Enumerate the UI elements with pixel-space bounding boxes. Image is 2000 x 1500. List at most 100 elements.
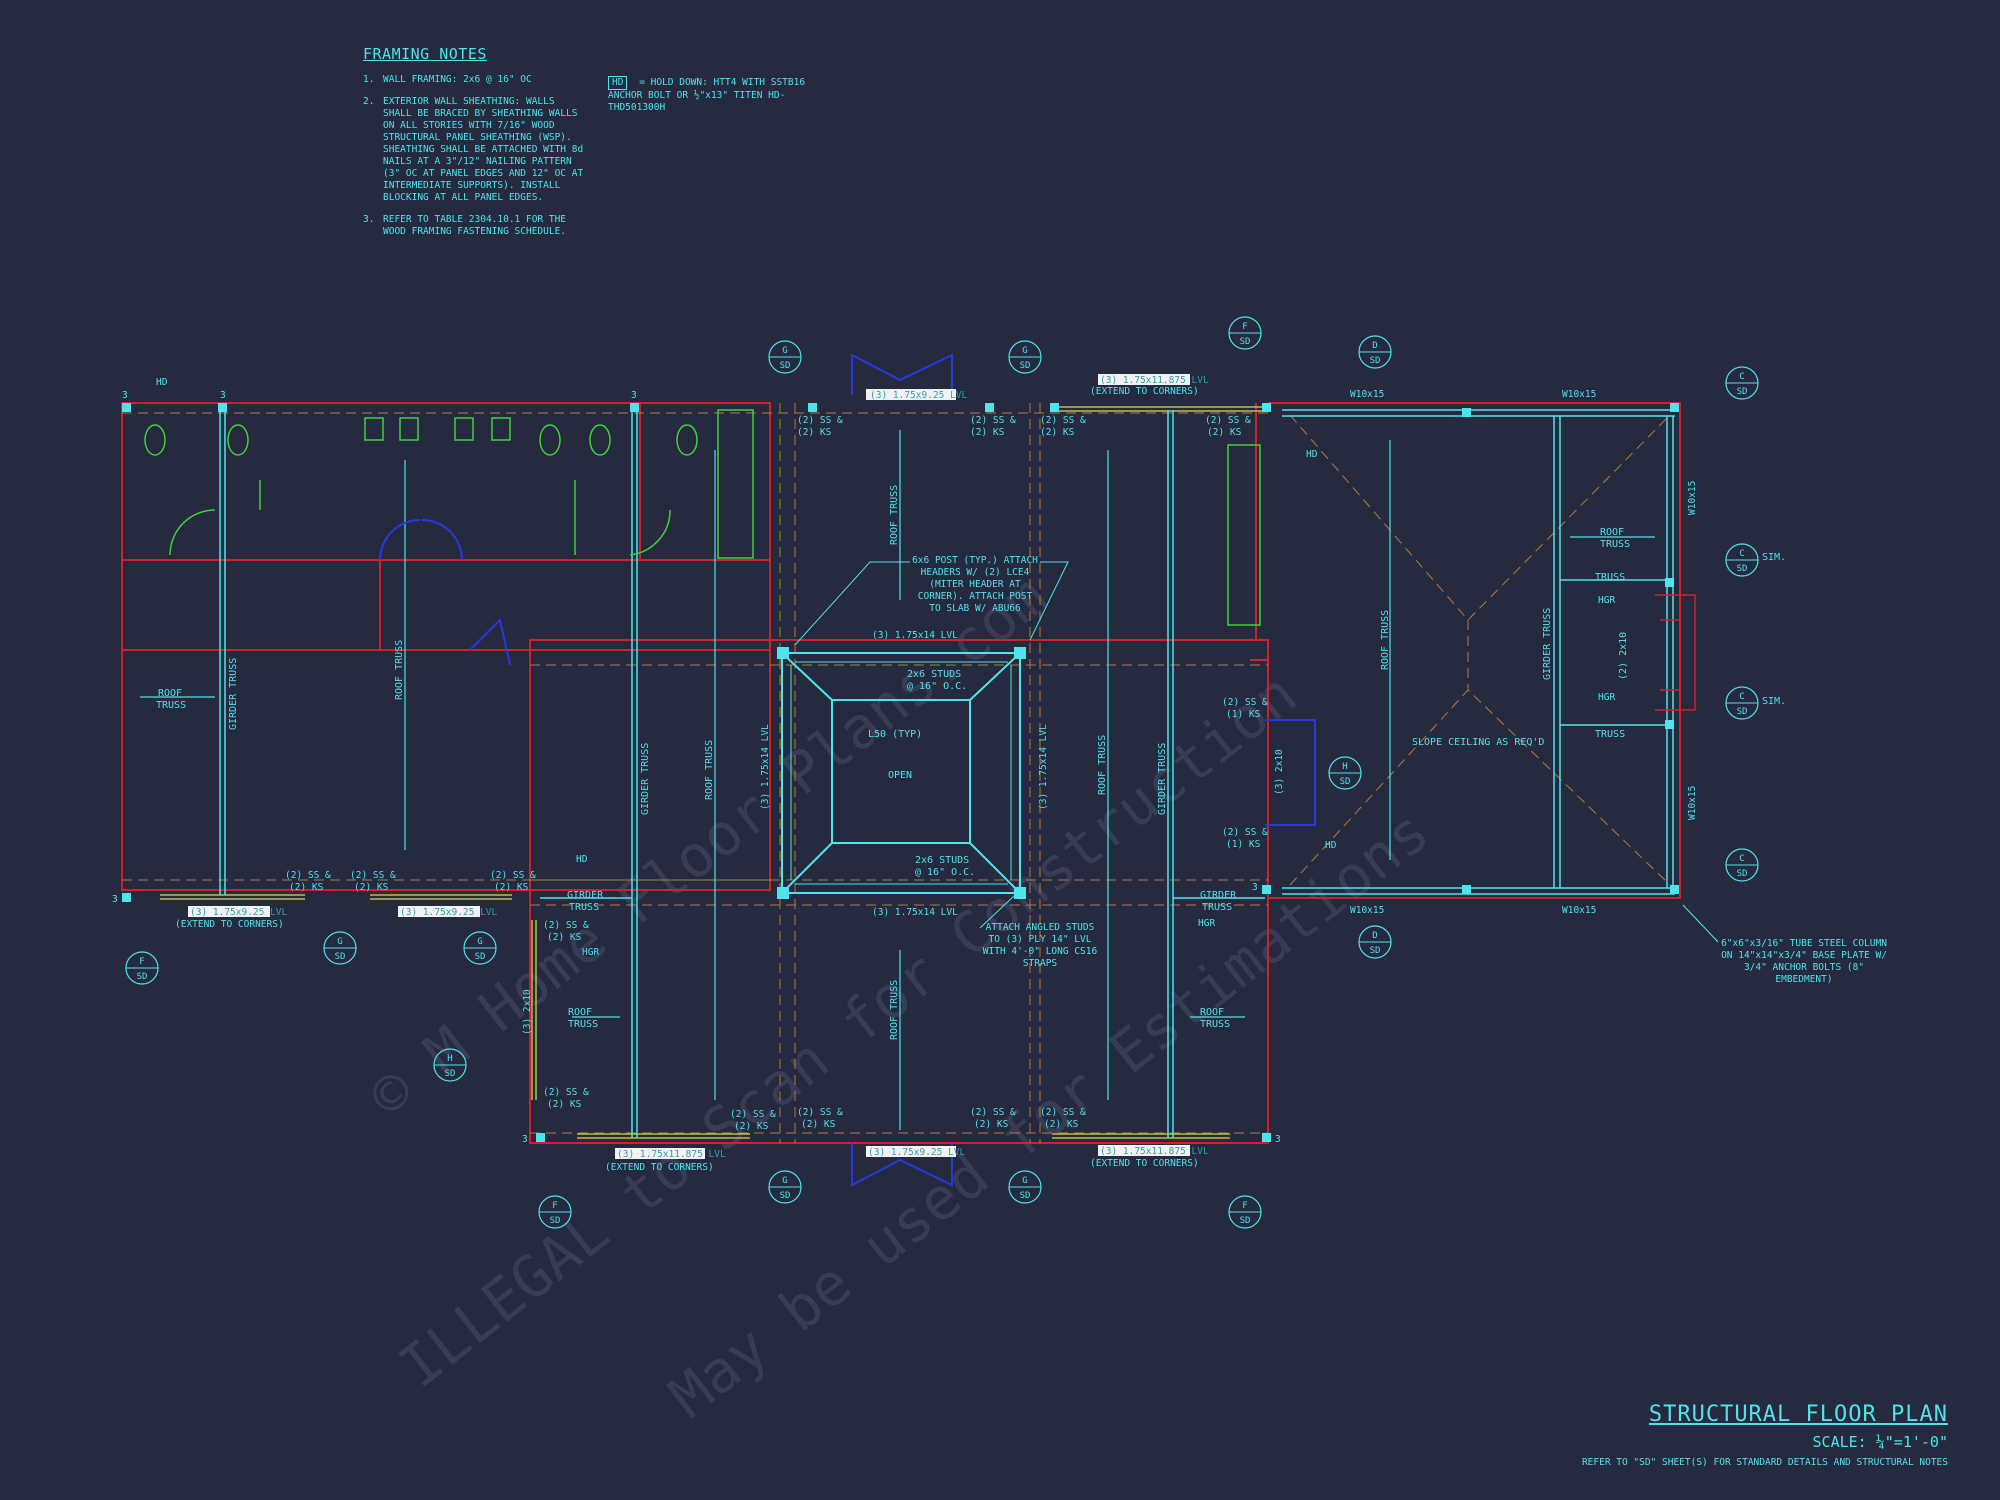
open-label: OPEN [888,770,912,781]
callout-sheet: SD [1370,946,1381,956]
post [1050,403,1059,412]
girder-label: GIRDER [1200,890,1237,901]
post [122,893,131,902]
callout-sheet: SD [1020,1191,1031,1201]
beam-note: (EXTEND TO CORNERS) [1090,386,1199,397]
connector-ks: (2) KS [801,1119,836,1130]
callout-letter: G [1022,1176,1027,1186]
callout-letter: C [1739,854,1744,864]
girder-line [631,410,638,1138]
section-callout: HSD [433,1048,467,1082]
beam-tag-box [1098,1145,1190,1156]
connector-ss: (2) SS & [970,1107,1016,1118]
fireplace [1655,594,1696,711]
post [1014,647,1026,659]
studs-spacing: @ 16" O.C. [915,867,975,878]
post [1262,1133,1271,1142]
connector-ss: (2) SS & [730,1109,776,1120]
w-beam-right [1666,416,1674,888]
connector-ks: (2) KS [289,882,324,893]
post [218,403,227,412]
arrow [140,536,1655,1018]
studs-spacing: @ 16" O.C. [907,681,967,692]
callout-letter: F [1242,322,1247,332]
connector-count: 3 [220,390,226,401]
connector-hd: HD [1306,449,1318,460]
framing-notes: FRAMING NOTES 1. WALL FRAMING: 2x6 @ 16"… [363,45,623,248]
girder-truss-label: GIRDER TRUSS [1542,608,1553,680]
connector-hgr: HGR [1598,595,1615,606]
callout-sheet: SD [137,972,148,982]
section-callout: CSD [1725,848,1759,882]
section-callout: FSD [1228,1195,1262,1229]
toilet [144,424,166,456]
grid-line [122,412,1268,1134]
sheet-title: STRUCTURAL FLOOR PLAN [1648,1402,1948,1427]
roof-truss-label: ROOF TRUSS [889,485,900,545]
section-callout: DSD [1358,335,1392,369]
framing-notes-title: FRAMING NOTES [363,45,487,63]
callout-sheet: SD [1737,387,1748,397]
posts [122,403,1679,1142]
connector-count: 3 [112,894,118,905]
truss-label: TRUSS [569,902,599,913]
connector-hd: HD [1325,840,1337,851]
beam-tag-box [1098,374,1190,385]
connector-hd: HD [156,377,168,388]
two-2x10-label: (2) 2x10 [1618,632,1629,680]
leader-line [794,561,1719,943]
center-wall [529,639,1269,1144]
girder-line [1167,410,1174,1138]
connector-ss: (2) SS & [797,1107,843,1118]
callout-letter: F [1242,1201,1247,1211]
callout-sheet: SD [1737,707,1748,717]
framing-note-text: REFER TO TABLE 2304.10.1 FOR THE WOOD FR… [383,214,567,237]
section-callout: DSD [1358,925,1392,959]
steel-beams [1282,409,1675,895]
callout-sheet: SD [780,1191,791,1201]
toilet [676,424,698,456]
callout-sheet: SD [1020,361,1031,371]
truss-label: TRUSS [568,1019,598,1030]
post-note: 6x6 POST (TYP.) ATTACH HEADERS W/ (2) LC… [912,555,1038,614]
callout-sheet: SD [475,952,486,962]
beam-label: (3) 1.75x14 LVL [872,907,958,918]
toilet [539,424,561,456]
sim-label: SIM. [1762,552,1786,563]
connector-ks: (1) KS [1226,709,1261,720]
double-door-bottom [851,1143,953,1187]
section-callout: HSD [1328,756,1362,790]
connector-ks: (2) KS [547,1099,582,1110]
exterior-walls [121,402,1681,1144]
header-right [1560,579,1667,726]
plan-labels: ROOF TRUSS ROOF TRUSS GIRDER TRUSS GIRDE… [156,485,1786,1040]
callout-letter: G [477,937,482,947]
sink [399,417,419,441]
section-callout: C SD [1725,366,1759,400]
callout-letter: C [1739,372,1744,382]
connector-count: 3 [1275,1134,1281,1145]
beam-label: (3) 1.75x9.25 LVL [400,907,498,918]
roof-truss-label: ROOF TRUSS [704,740,715,800]
hold-down-legend: HD = HOLD DOWN: HTT4 WITH SSTB16 ANCHOR … [608,76,808,114]
connector-count: 3 [522,1134,528,1145]
roof-truss-label: ROOF TRUSS [394,640,405,700]
arrow [404,430,1391,1130]
beam-tag-box [615,1148,705,1159]
beam-label: (3) 1.75x11.875 LVL [617,1149,726,1160]
stall-door [169,480,671,556]
post [1462,408,1471,417]
callout-sheet: SD [1240,337,1251,347]
connector-ks: (2) KS [494,882,529,893]
post [536,1133,545,1142]
post [1262,885,1271,894]
beam-label: W10x15 [1562,389,1596,400]
callout-sheet: SD [335,952,346,962]
column-note-box: 6"x6"x3/16" TUBE STEEL COLUMN ON 14"x14"… [1721,938,1887,985]
connector-ks: (2) KS [974,1119,1009,1130]
connector-ks: (2) KS [547,932,582,943]
roof-truss-label: ROOF TRUSS [889,980,900,1040]
callout-letter: C [1739,692,1744,702]
beam-tag-box [866,1146,956,1157]
